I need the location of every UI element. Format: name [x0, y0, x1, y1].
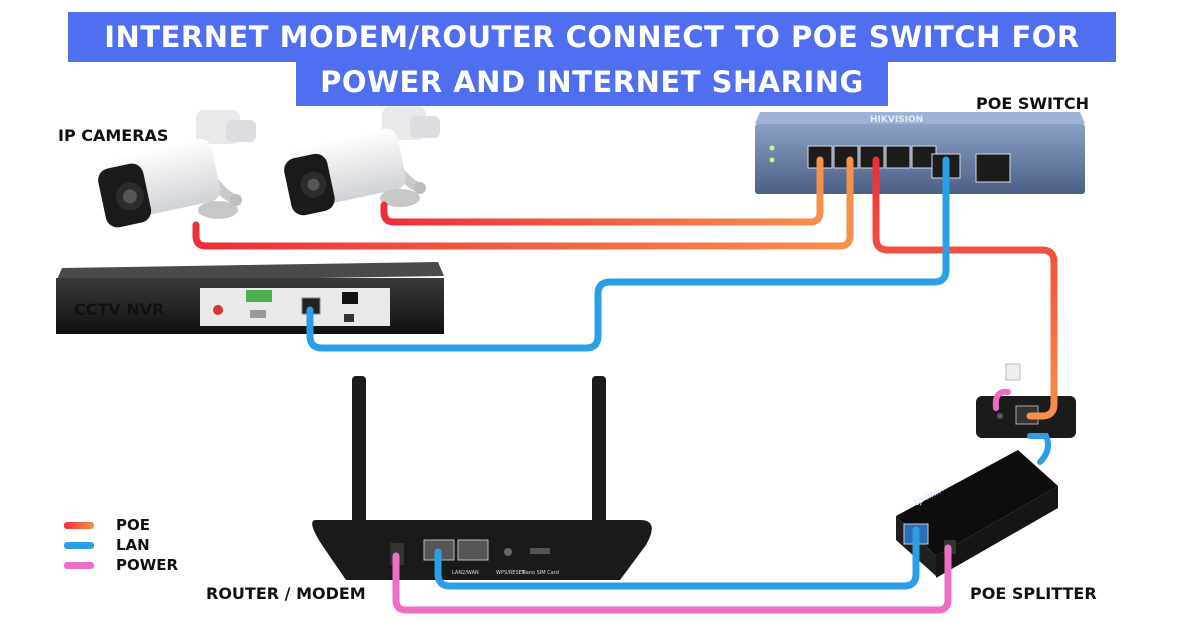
- label-poe-switch: POE SWITCH: [976, 94, 1089, 113]
- switch-brand-text: HIKVISION: [870, 115, 923, 125]
- legend-item-power: POWER: [64, 556, 178, 574]
- title-line-2: POWER AND INTERNET SHARING: [296, 60, 888, 106]
- legend-item-poe: POE: [64, 516, 150, 534]
- ip-camera-1: [98, 110, 256, 228]
- router-modem-device: LAN2/WAN WPS/RESET Nano SIM Card: [312, 376, 652, 580]
- poe-switch-device: HIKVISION: [755, 112, 1085, 194]
- router-wps-label: WPS/RESET: [496, 570, 526, 576]
- cable-poe-splitter: [872, 156, 1058, 420]
- label-poe-splitter: POE SPLITTER: [970, 584, 1097, 603]
- cable-lan-router: [434, 526, 920, 590]
- legend-label-poe: POE: [116, 516, 150, 534]
- router-sim-label: Nano SIM Card: [522, 570, 559, 576]
- cable-lan-injector: [1027, 433, 1051, 465]
- poe-injector-device: [976, 363, 1076, 438]
- cctv-nvr-device: [56, 262, 444, 334]
- cable-poe-camera-1: [192, 156, 854, 250]
- cable-power-router: [392, 544, 952, 614]
- cable-power-injector: [992, 388, 1011, 411]
- cable-lan-nvr: [306, 156, 950, 352]
- cable-poe-camera-2: [380, 156, 824, 226]
- legend-item-lan: LAN: [64, 536, 150, 554]
- legend-swatch-poe: [64, 521, 94, 529]
- label-ip-cameras: IP CAMERAS: [58, 126, 169, 145]
- legend-label-lan: LAN: [116, 536, 150, 554]
- title-line-1: INTERNET MODEM/ROUTER CONNECT TO POE SWI…: [68, 12, 1116, 62]
- label-cctv-nvr: CCTV NVR: [74, 300, 165, 319]
- label-router-modem: ROUTER / MODEM: [206, 584, 366, 603]
- legend-swatch-lan: [64, 541, 94, 549]
- poe-splitter-device: tp-link: [896, 450, 1058, 578]
- legend-swatch-power: [64, 561, 94, 569]
- legend-label-power: POWER: [116, 556, 179, 574]
- ip-camera-2: [284, 106, 440, 216]
- router-port-label: LAN2/WAN: [452, 570, 479, 576]
